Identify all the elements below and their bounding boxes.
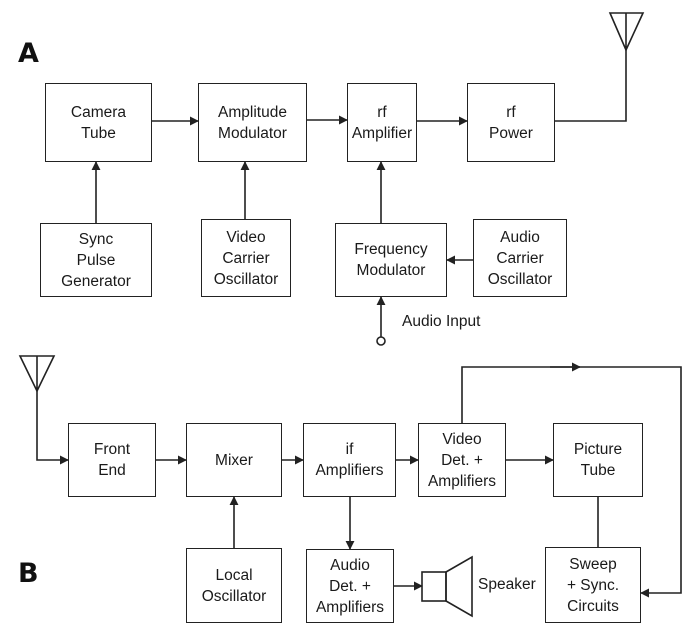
block-label: Mixer <box>215 451 253 469</box>
rf-amplifier-block: rf Amplifier <box>347 83 417 162</box>
block-label: End <box>98 462 126 479</box>
speaker-label: Speaker <box>478 576 536 593</box>
block-label: Carrier <box>496 249 544 267</box>
block-label: Video <box>226 228 266 246</box>
block-label: Tube <box>81 124 116 142</box>
block-label: rf <box>377 103 387 121</box>
front-end-block: Front End <box>68 423 156 497</box>
line-rf-power-to-antenna <box>555 50 627 122</box>
block-label: Amplitude <box>218 103 287 121</box>
block-label: Amplifiers <box>315 462 384 479</box>
block-label: if <box>345 441 354 458</box>
block-label: Circuits <box>567 597 619 615</box>
block-label: Picture <box>573 441 623 458</box>
block-label: Sync <box>78 230 114 248</box>
block-label: Det. + <box>329 577 371 595</box>
if-amplifiers-block: if Amplifiers <box>303 423 396 497</box>
local-oscillator-block: Local Oscillator <box>186 548 282 623</box>
camera-tube-block: Camera Tube <box>45 83 152 162</box>
antenna-a-icon <box>608 12 645 52</box>
block-label: Oscillator <box>213 270 279 288</box>
block-label: Oscillator <box>487 270 553 288</box>
arrow-video-det-to-sweep <box>461 366 682 598</box>
block-label: Det. + <box>441 451 483 469</box>
block-label: Camera <box>70 103 127 121</box>
block-label: Amplifier <box>351 124 413 142</box>
block-label: rf <box>506 103 516 121</box>
block-label: Front <box>93 441 131 458</box>
block-label: Tube <box>580 462 616 479</box>
arrow-antenna-to-front-end <box>36 391 69 465</box>
block-label: Power <box>489 124 533 142</box>
amplitude-modulator-block: Amplitude Modulator <box>198 83 307 162</box>
block-label: Modulator <box>218 124 287 142</box>
mixer-block: Mixer <box>186 423 282 497</box>
audio-input-label: Audio Input <box>402 313 481 330</box>
sync-pulse-generator-block: Sync Pulse Generator <box>40 223 152 297</box>
block-label: Amplifiers <box>315 598 385 616</box>
section-label-a: A <box>18 38 39 69</box>
rf-power-block: rf Power <box>467 83 555 162</box>
antenna-b-icon <box>18 355 56 393</box>
block-label: Audio <box>500 228 540 246</box>
sweep-sync-circuits-block: Sweep + Sync. Circuits <box>545 547 641 623</box>
block-label: Local <box>215 566 253 584</box>
picture-tube-block: Picture Tube <box>553 423 643 497</box>
video-det-amplifiers-block: Video Det. + Amplifiers <box>418 423 506 497</box>
block-label: Modulator <box>356 262 426 279</box>
section-label-b: B <box>18 558 39 589</box>
frequency-modulator-block: Frequency Modulator <box>335 223 447 297</box>
speaker-cone-icon <box>445 555 473 618</box>
video-carrier-oscillator-block: Video Carrier Oscillator <box>201 219 291 297</box>
speaker-magnet-icon <box>421 571 447 602</box>
block-label: Frequency <box>354 241 428 258</box>
audio-input-terminal <box>376 336 386 346</box>
block-label: Amplifiers <box>427 472 497 490</box>
block-label: + Sync. <box>566 576 620 594</box>
block-label: Pulse <box>76 251 116 269</box>
block-label: Audio <box>330 556 370 574</box>
block-label: Sweep <box>569 555 617 573</box>
block-label: Generator <box>61 272 131 290</box>
block-label: Video <box>442 430 482 448</box>
audio-carrier-oscillator-block: Audio Carrier Oscillator <box>473 219 567 297</box>
audio-det-amplifiers-block: Audio Det. + Amplifiers <box>306 549 394 623</box>
block-label: Oscillator <box>201 587 267 605</box>
block-label: Carrier <box>222 249 270 267</box>
